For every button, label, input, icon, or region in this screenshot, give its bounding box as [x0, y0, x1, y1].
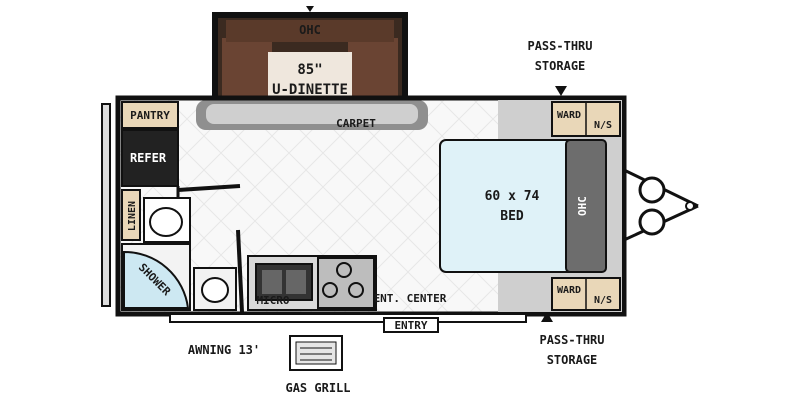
label-entry: ENTRY — [394, 319, 427, 332]
label-ward-top: WARD — [557, 110, 581, 121]
label-passthru-top-1: PASS-THRU — [527, 39, 592, 53]
rear-ladder — [101, 103, 111, 307]
label-ward-bottom: WARD — [557, 285, 581, 296]
label-pantry: PANTRY — [130, 109, 170, 122]
ohc-marker-icon — [306, 6, 314, 12]
passthru-bottom-arrow-icon — [541, 312, 553, 322]
label-passthru-top-2: STORAGE — [535, 59, 586, 73]
label-passthru-bottom-2: STORAGE — [547, 353, 598, 367]
label-awning: AWNING 13' — [188, 343, 260, 357]
label-refer: REFER — [130, 151, 167, 165]
passthru-top-arrow-icon — [555, 86, 567, 96]
label-ent-center: ENT. CENTER — [374, 292, 447, 305]
awning — [169, 313, 527, 323]
refrigerator — [121, 129, 179, 187]
label-micro: MICRO — [256, 294, 289, 307]
label-dinette-name: U-DINETTE — [272, 82, 348, 98]
label-linen: LINEN — [127, 201, 138, 231]
label-bed-name: BED — [500, 209, 524, 224]
headboard-ohc — [565, 139, 607, 273]
trailer-hitch — [623, 168, 699, 242]
label-passthru-bottom-1: PASS-THRU — [539, 333, 604, 347]
gas-grill — [289, 335, 343, 371]
toilet — [143, 197, 191, 243]
pantry — [121, 101, 179, 129]
label-gas-grill: GAS GRILL — [285, 381, 350, 395]
kitchen-counter — [247, 255, 377, 311]
label-carpet: CARPET — [336, 117, 376, 130]
bath-sink — [193, 267, 237, 311]
label-ns-top: N/S — [594, 120, 612, 131]
entry-step[interactable] — [383, 317, 439, 333]
label-dinette-size: 85" — [297, 62, 322, 78]
label-ns-bottom: N/S — [594, 295, 612, 306]
linen-closet — [121, 189, 141, 241]
shower — [121, 243, 191, 311]
label-ohc-bed: OHC — [576, 196, 589, 216]
label-bed-size: 60 x 74 — [485, 189, 540, 204]
bath-wall — [177, 184, 241, 192]
label-ohc-top: OHC — [299, 23, 321, 37]
